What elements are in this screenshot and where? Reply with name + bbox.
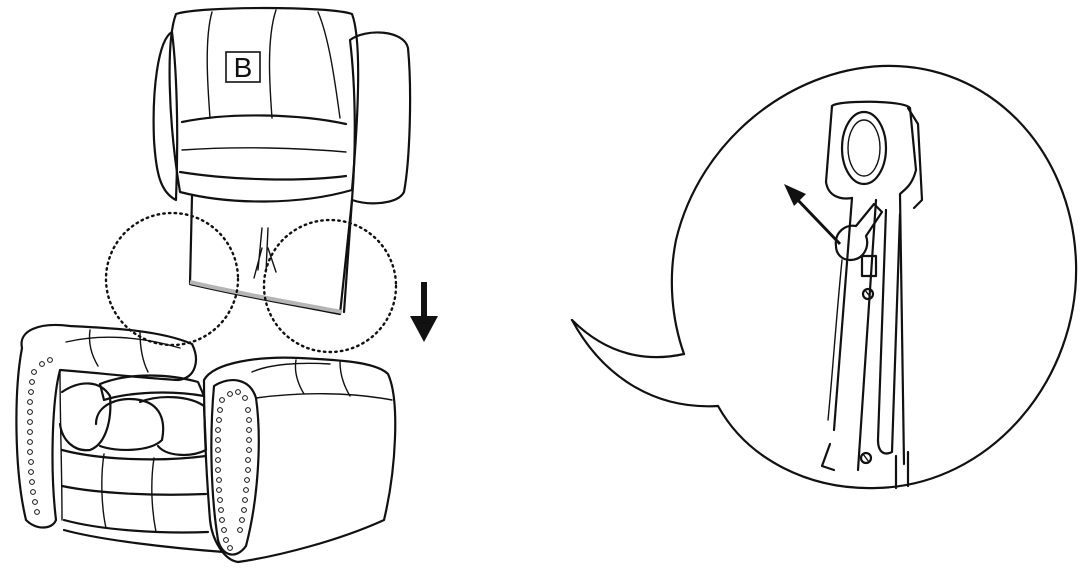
magnified-detail bbox=[570, 64, 1078, 490]
detail-circle-left bbox=[104, 211, 240, 347]
recliner-base bbox=[15, 323, 397, 564]
part-label-box bbox=[225, 51, 261, 83]
pull-direction-arrow-icon bbox=[784, 184, 842, 246]
studs-left bbox=[27, 357, 53, 515]
part-label: B bbox=[234, 52, 253, 83]
down-arrow-icon bbox=[410, 282, 438, 342]
detail-circle-right bbox=[262, 218, 398, 354]
studs-right bbox=[215, 389, 252, 551]
backrest-part-b: B bbox=[152, 6, 412, 316]
